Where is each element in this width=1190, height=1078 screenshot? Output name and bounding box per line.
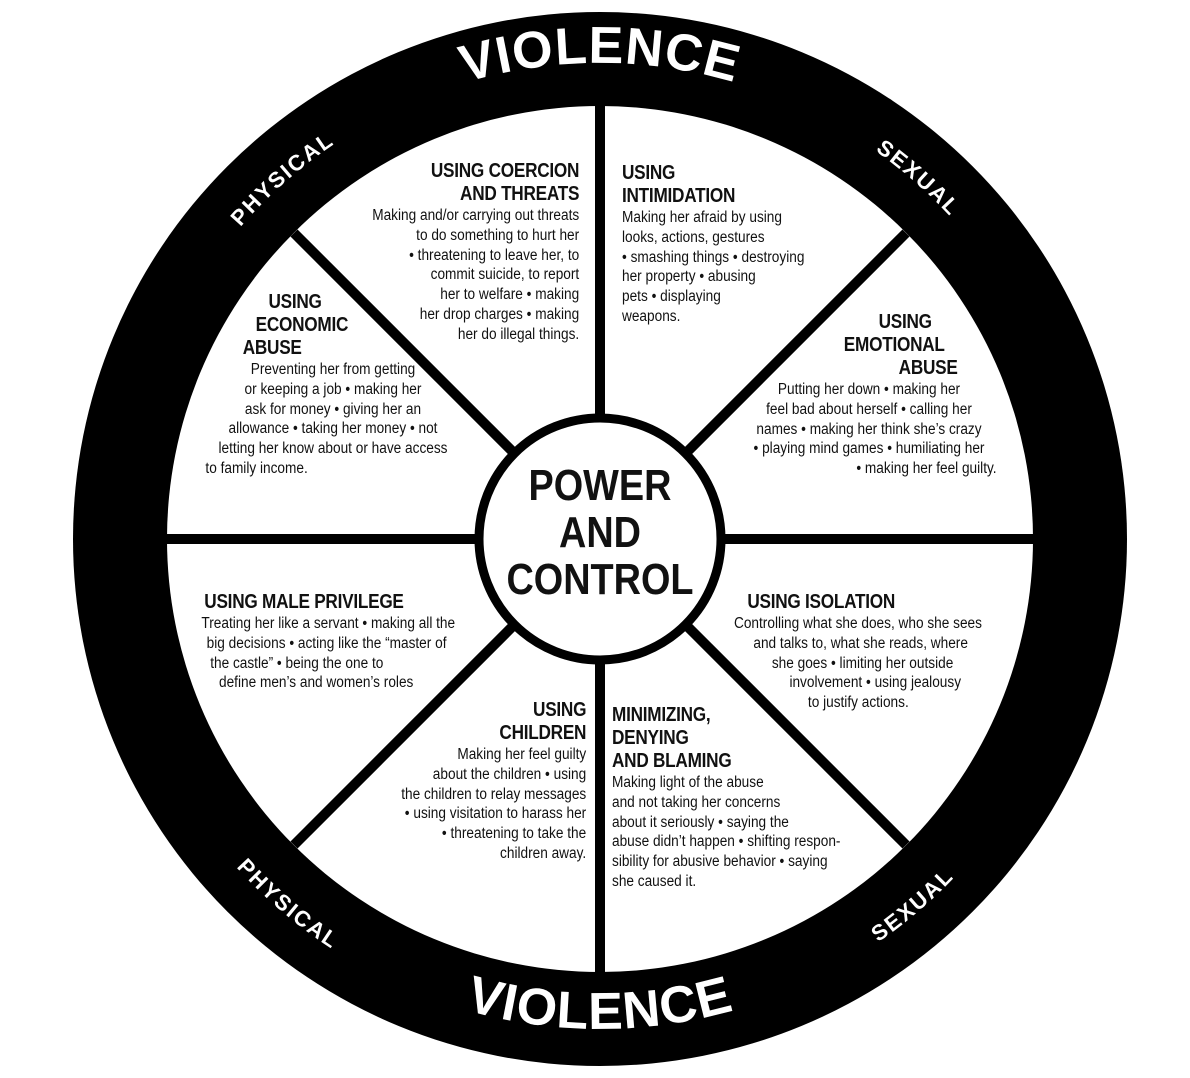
section-economic-abuse: USING ECONOMIC ABUSE Preventing her from… <box>188 291 478 479</box>
section-title: USING EMOTIONAL ABUSE <box>843 311 958 379</box>
hub-line: CONTROL <box>506 555 694 604</box>
section-coercion-threats: USING COERCION AND THREATS Making and/or… <box>344 160 579 345</box>
section-body: Controlling what she does, who she sees … <box>734 615 982 712</box>
section-body: Making and/or carrying out threats to do… <box>372 207 579 343</box>
section-title: USING COERCION AND THREATS <box>430 160 580 205</box>
hub-line: AND <box>559 508 641 557</box>
section-body: Making light of the abuse and not taking… <box>612 774 841 890</box>
section-body: Making her feel guilty about the childre… <box>401 746 586 862</box>
hub-label: POWER AND CONTROL <box>495 462 705 603</box>
section-emotional-abuse: USING EMOTIONAL ABUSE Putting her down •… <box>724 311 1014 479</box>
section-title: USING MALE PRIVILEGE <box>204 591 404 613</box>
section-isolation: USING ISOLATION Controlling what she doe… <box>716 591 1016 713</box>
section-title: USING ECONOMIC ABUSE <box>242 291 349 359</box>
section-male-privilege: USING MALE PRIVILEGE Treating her like a… <box>184 591 474 693</box>
section-body: Putting her down • making her feel bad a… <box>753 381 997 478</box>
section-intimidation: USING INTIMIDATION Making her afraid by … <box>622 162 829 327</box>
section-title: USING INTIMIDATION <box>622 162 736 207</box>
section-body: Making her afraid by using looks, action… <box>622 209 805 325</box>
section-body: Preventing her from getting or keeping a… <box>205 361 448 477</box>
section-title: USING CHILDREN <box>499 699 586 744</box>
section-using-children: USING CHILDREN Making her feel guilty ab… <box>376 699 586 864</box>
section-minimizing-denying-blaming: MINIMIZING, DENYING AND BLAMING Making l… <box>612 704 872 892</box>
hub-line: POWER <box>528 461 672 510</box>
section-title: MINIMIZING, DENYING AND BLAMING <box>612 704 732 772</box>
section-title: USING ISOLATION <box>747 591 896 613</box>
hub-circle <box>474 413 726 665</box>
section-body: Treating her like a servant • making all… <box>201 615 456 692</box>
